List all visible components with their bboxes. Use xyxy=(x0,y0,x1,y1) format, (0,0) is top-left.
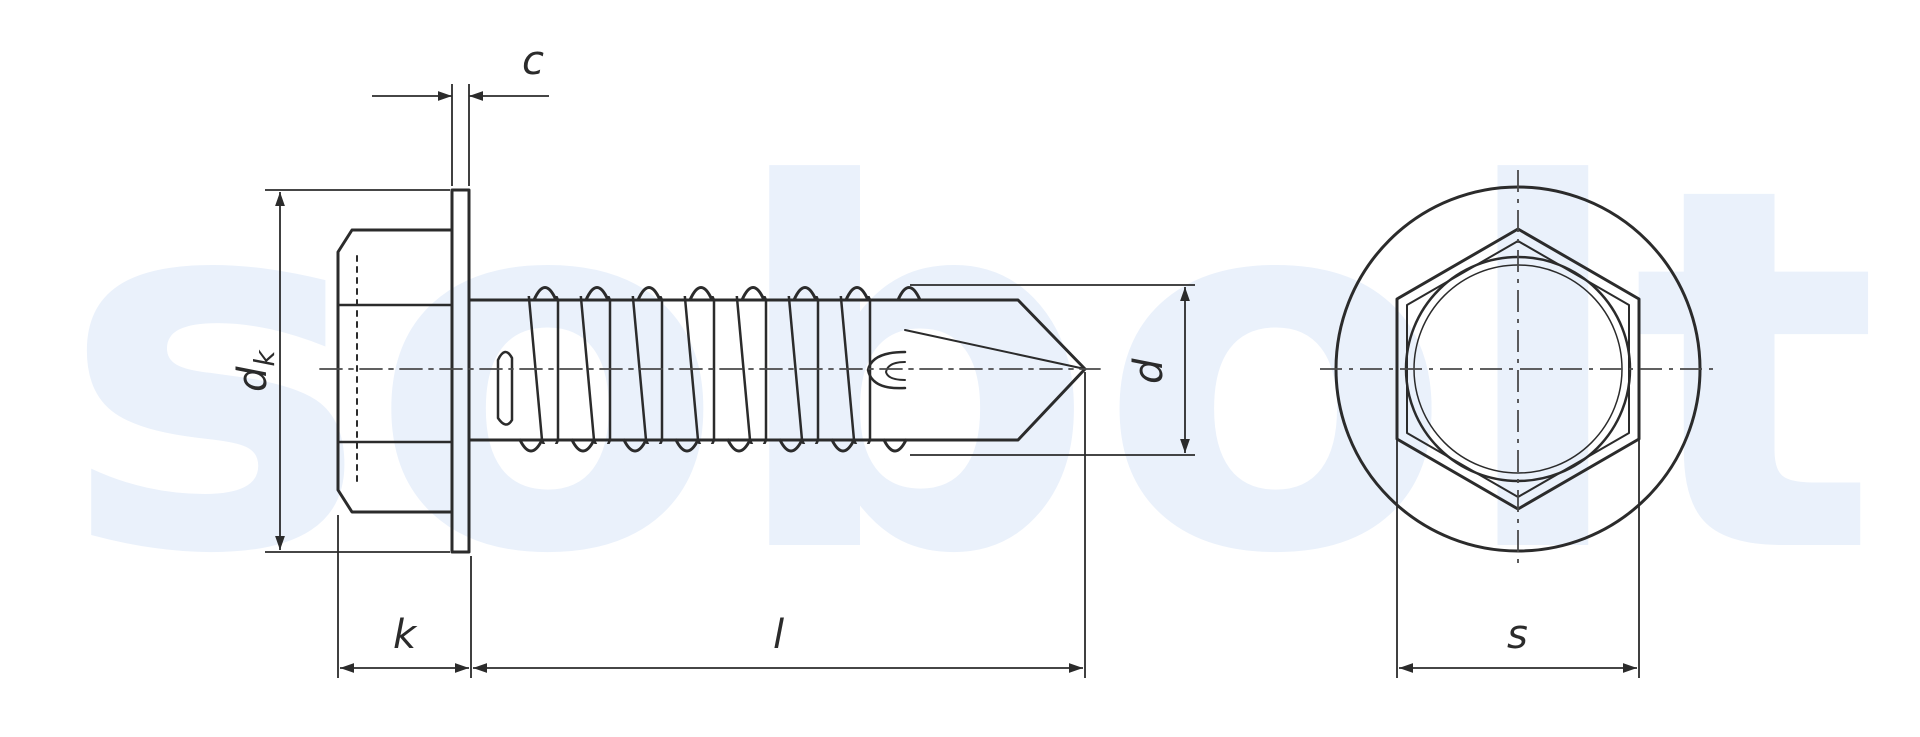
drill-flute-inner xyxy=(885,361,906,381)
watermark-text: sobolt xyxy=(60,81,1880,663)
drill-tip-edge xyxy=(904,329,1086,370)
thread-start xyxy=(496,350,514,426)
label-l: l xyxy=(773,612,784,658)
thread-crest-1 xyxy=(527,296,560,444)
thread-group xyxy=(527,296,872,444)
label-dk-sub: k xyxy=(248,349,281,367)
label-c: c xyxy=(522,38,544,84)
dimension-labels: c dk d k l s xyxy=(230,38,1528,658)
thread-crest-3 xyxy=(631,296,664,444)
thread-crest-6 xyxy=(787,296,820,444)
label-d: d xyxy=(1126,358,1172,384)
thread-crest-7 xyxy=(839,296,872,444)
thread-crest-4 xyxy=(683,296,716,444)
label-dk: dk xyxy=(230,349,281,392)
dimensions-side xyxy=(265,84,1195,678)
thread-crest-2 xyxy=(579,296,612,444)
drill-flute xyxy=(866,350,907,390)
label-s: s xyxy=(1507,612,1528,658)
thread-ridge-top xyxy=(532,286,922,302)
label-dk-main: d xyxy=(230,366,276,392)
washer-flange xyxy=(450,188,471,554)
side-view xyxy=(319,188,1101,554)
end-view xyxy=(1320,170,1716,570)
thread-ridge-bottom xyxy=(518,438,908,453)
dimensions-end xyxy=(1396,300,1640,678)
label-k: k xyxy=(393,612,418,658)
thread-crest-5 xyxy=(735,296,768,444)
